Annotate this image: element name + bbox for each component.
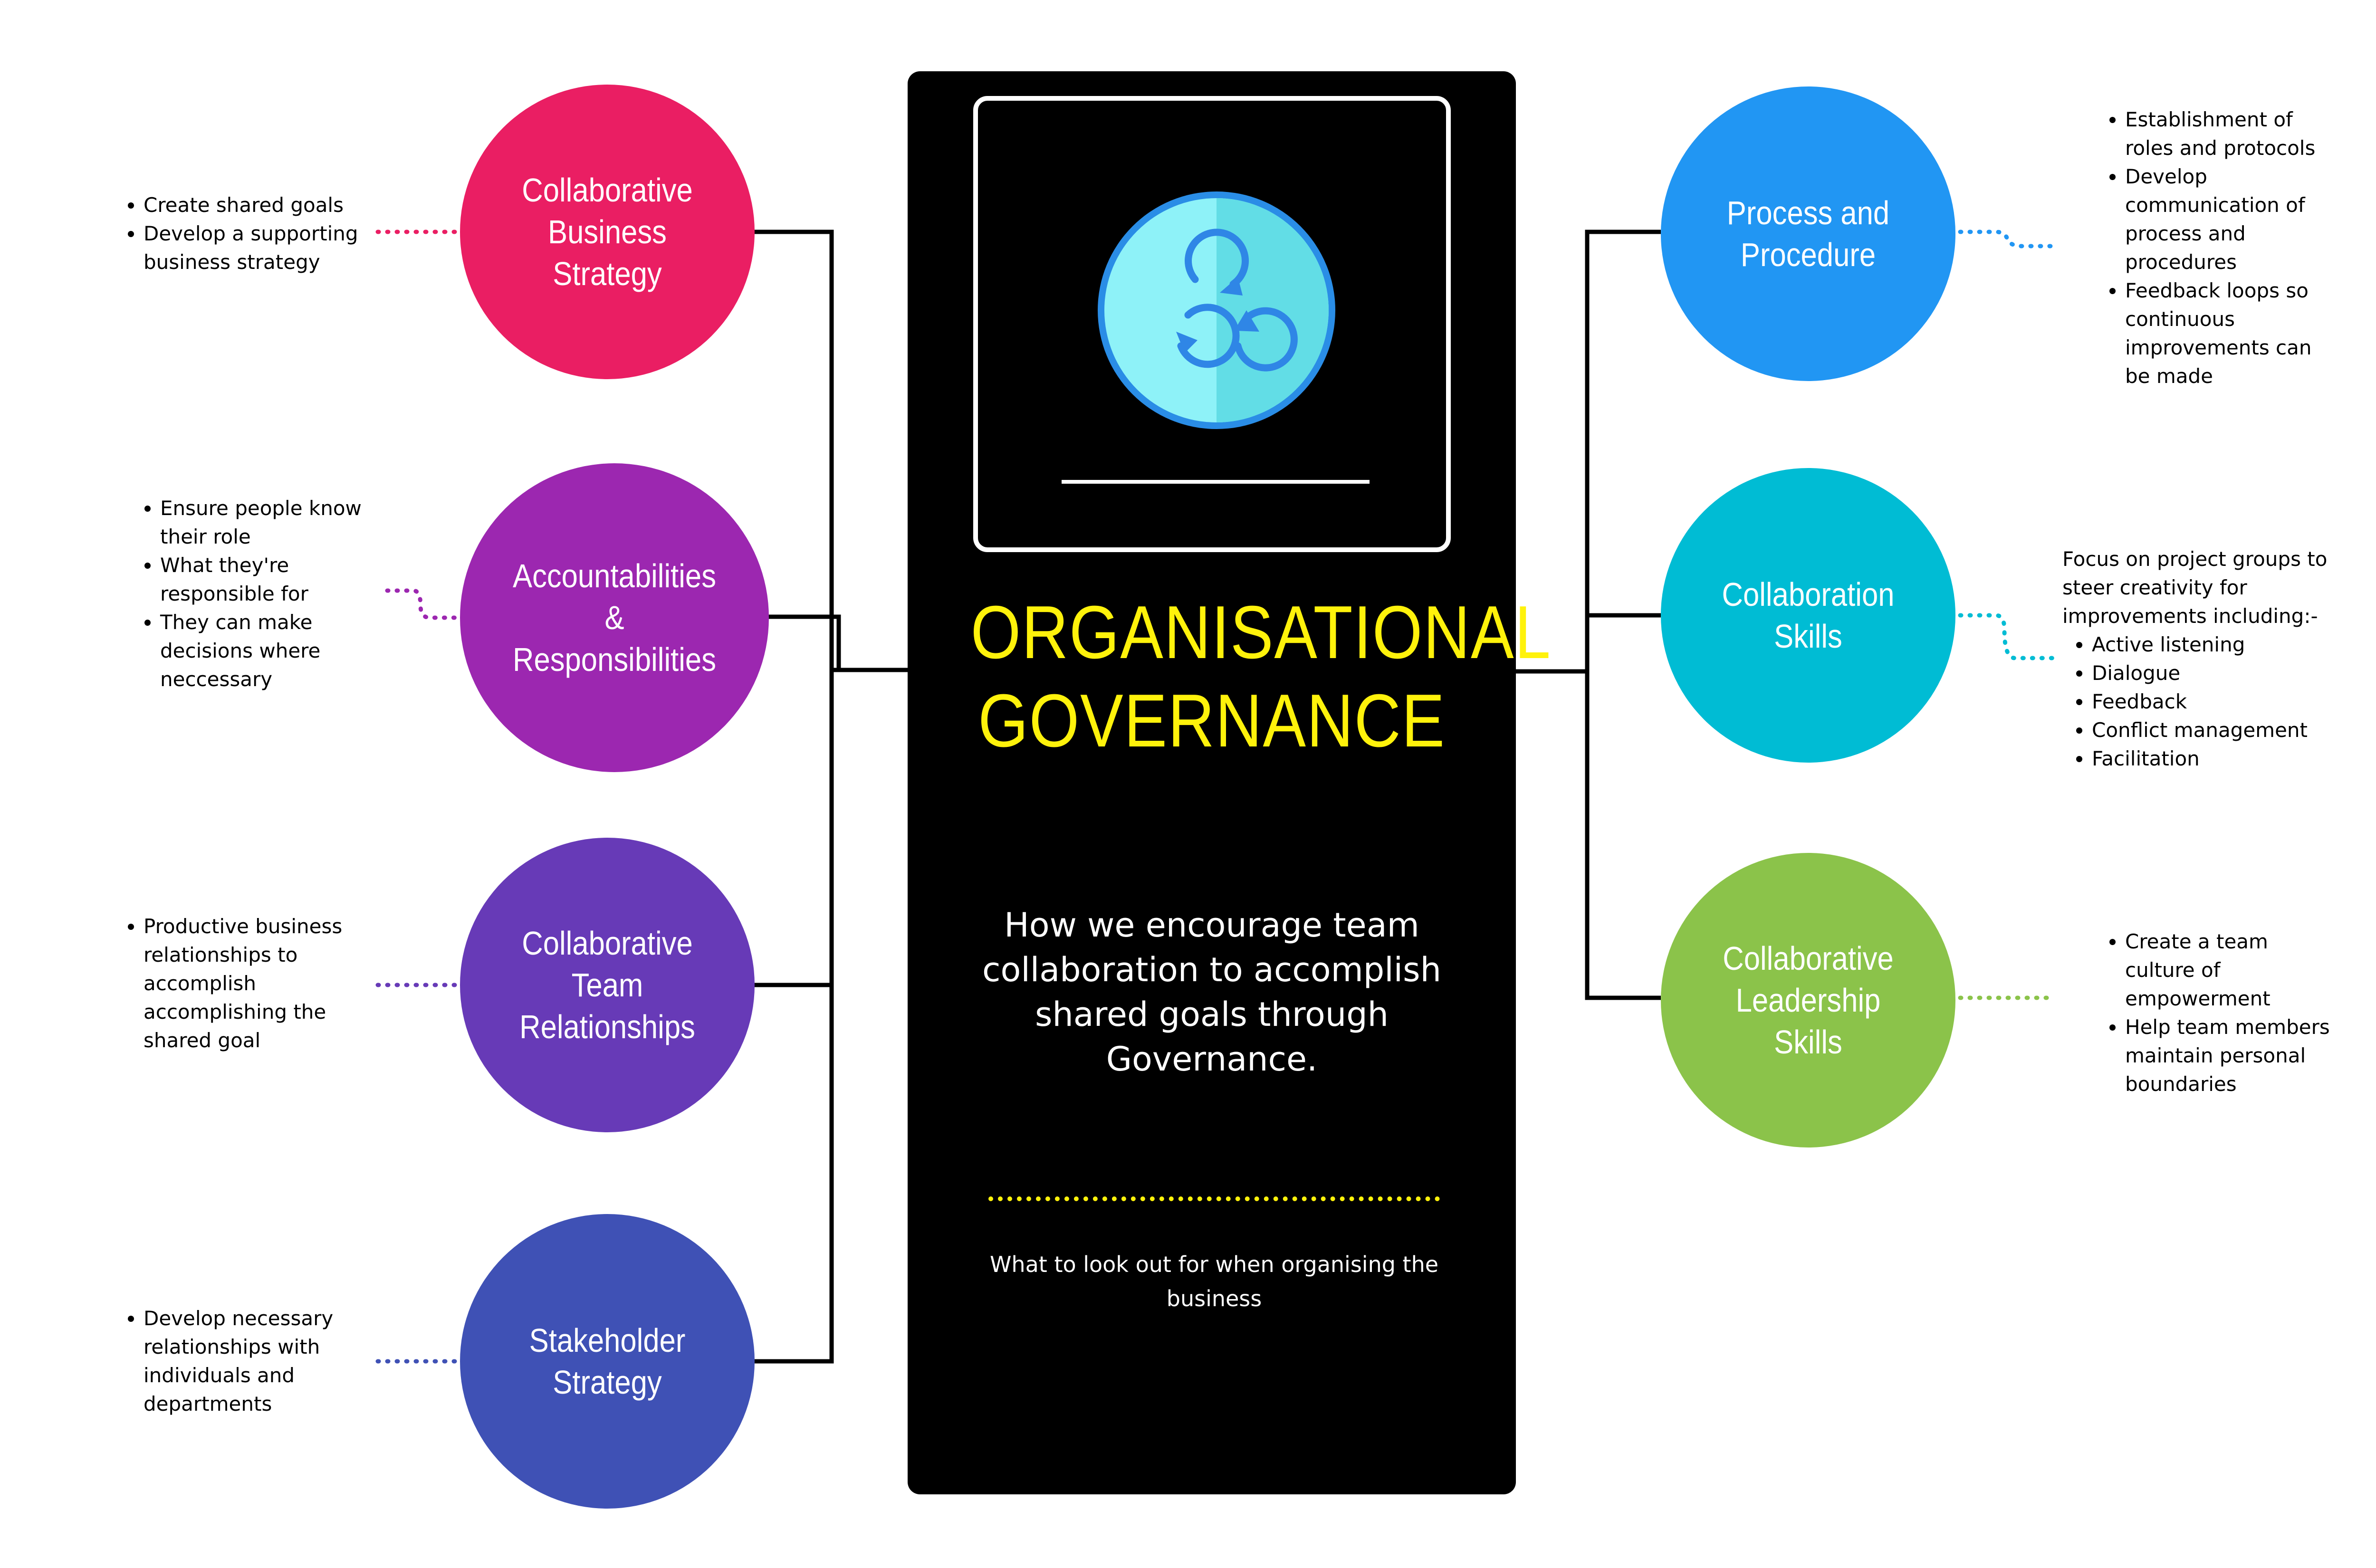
bullet-list: Ensure people know their role What they'… xyxy=(131,494,378,694)
node-label: Collaborative Business Strategy xyxy=(522,172,693,292)
page-title: ORGANISATIONAL GOVERNANCE xyxy=(970,588,1552,765)
bullet-list: Create a team culture of empowerment Hel… xyxy=(2096,927,2343,1099)
dotted-leader-accountabilities xyxy=(385,588,459,620)
node-collaborative-business-strategy: Collaborative Business Strategy xyxy=(460,85,755,379)
bullet-item: Create shared goals xyxy=(144,191,371,220)
frame-underline xyxy=(1062,480,1370,484)
caption: What to look out for when organising the… xyxy=(989,1252,1439,1311)
node-label: Collaboration Skills xyxy=(1722,576,1895,655)
notes-lead: Focus on project groups to steer creativ… xyxy=(2062,547,2328,628)
cycle-arrows-icon xyxy=(1098,191,1335,429)
node-label: Collaborative Team Relationships xyxy=(519,925,695,1045)
bullet-item: Productive business relationships to acc… xyxy=(144,912,361,1055)
bullet-item: Establishment of roles and protocols xyxy=(2125,105,2343,163)
node-label: Accountabilities & Responsibilities xyxy=(512,557,717,678)
bullet-item: Feedback xyxy=(2092,688,2328,716)
connector-left-accountabilities xyxy=(760,614,841,670)
node-collaboration-skills: Collaboration Skills xyxy=(1661,468,1955,763)
bullet-item: Conflict management xyxy=(2092,716,2328,745)
notes-process: Establishment of roles and protocols Dev… xyxy=(2096,105,2343,391)
bullet-list: Create shared goals Develop a supporting… xyxy=(114,191,371,277)
title-line-2: GOVERNANCE xyxy=(978,679,1446,763)
bullet-item: Facilitation xyxy=(2092,745,2328,773)
bullet-item: Feedback loops so continuous improvement… xyxy=(2125,277,2343,391)
bullet-list: Develop necessary relationships with ind… xyxy=(114,1304,361,1418)
notes-business-strategy: Create shared goals Develop a supporting… xyxy=(114,191,371,277)
bullet-item: Help team members maintain personal boun… xyxy=(2125,1013,2343,1099)
bullet-item: Active listening xyxy=(2092,631,2328,659)
node-label: Collaborative Leadership Skills xyxy=(1723,940,1894,1061)
connector-left-trunk xyxy=(751,229,834,1364)
title-line-1: ORGANISATIONAL xyxy=(970,591,1552,674)
bullet-item: Develop necessary relationships with ind… xyxy=(144,1304,361,1418)
dotted-leader-collab-skills xyxy=(1958,613,2058,660)
dotted-leader-process xyxy=(1958,229,2058,249)
bullet-item: Dialogue xyxy=(2092,659,2328,688)
bullet-list: Active listening Dialogue Feedback Confl… xyxy=(2062,631,2328,773)
bullet-item: Ensure people know their role xyxy=(160,494,378,551)
node-accountabilities-responsibilities: Accountabilities & Responsibilities xyxy=(460,463,769,772)
bullet-item: What they're responsible for xyxy=(160,551,378,608)
bullet-item: They can make decisions where neccessary xyxy=(160,608,378,694)
node-label: Process and Procedure xyxy=(1726,194,1890,273)
bullet-item: Develop a supporting business strategy xyxy=(144,220,371,277)
icon-frame xyxy=(973,96,1451,552)
bullet-item: Develop communication of process and pro… xyxy=(2125,163,2343,277)
node-collaborative-leadership-skills: Collaborative Leadership Skills xyxy=(1661,853,1955,1147)
node-label: Stakeholder Strategy xyxy=(529,1322,686,1401)
node-process-and-procedure: Process and Procedure xyxy=(1661,86,1955,381)
notes-leadership: Create a team culture of empowerment Hel… xyxy=(2096,927,2343,1099)
notes-collab-skills: Focus on project groups to steer creativ… xyxy=(2062,545,2328,773)
notes-stakeholder: Develop necessary relationships with ind… xyxy=(114,1304,361,1418)
notes-accountabilities: Ensure people know their role What they'… xyxy=(131,494,378,694)
bullet-list: Establishment of roles and protocols Dev… xyxy=(2096,105,2343,391)
node-stakeholder-strategy: Stakeholder Strategy xyxy=(460,1214,755,1509)
subtitle: How we encourage team collaboration to a… xyxy=(982,906,1441,1079)
bullet-item: Create a team culture of empowerment xyxy=(2125,927,2343,1013)
dotted-divider xyxy=(988,1196,1440,1201)
node-collaborative-team-relationships: Collaborative Team Relationships xyxy=(460,838,755,1132)
notes-team-relationships: Productive business relationships to acc… xyxy=(114,912,361,1055)
bullet-list: Productive business relationships to acc… xyxy=(114,912,361,1055)
